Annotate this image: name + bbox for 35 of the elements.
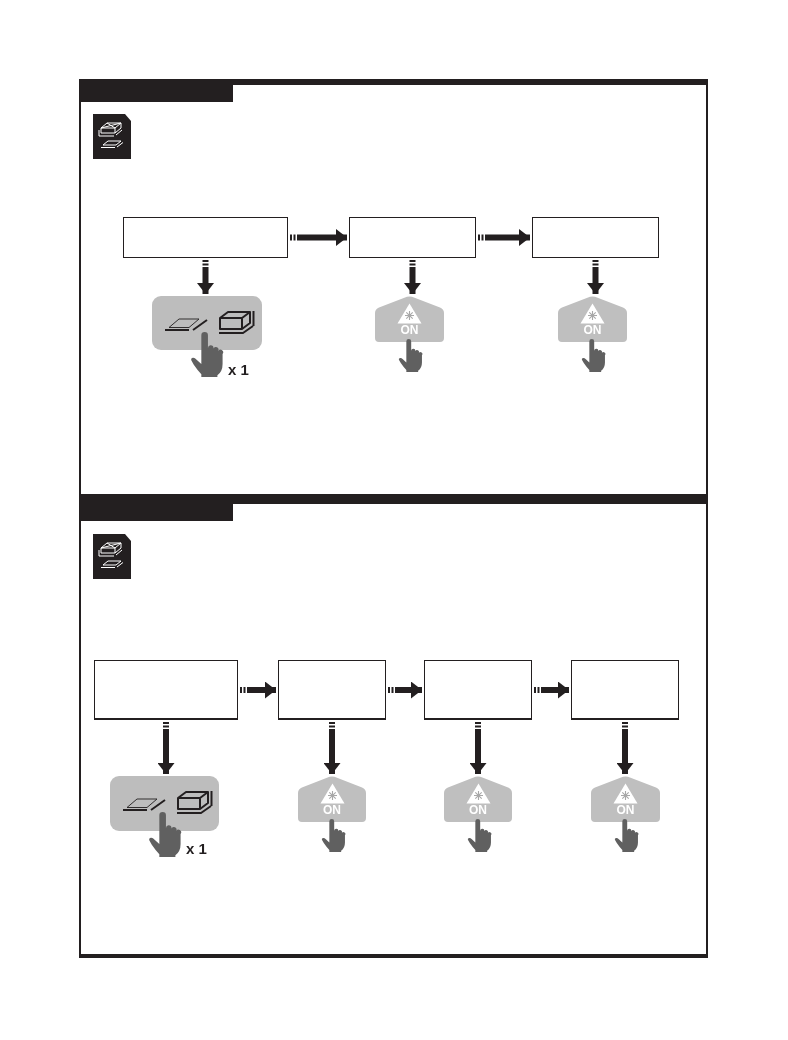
arrow	[478, 229, 530, 246]
on-label: ON	[469, 804, 487, 817]
step-box	[424, 660, 532, 720]
on-button	[444, 776, 512, 822]
arrow	[157, 722, 175, 774]
arrow	[290, 229, 347, 246]
count-label: x 1	[186, 840, 207, 857]
on-button	[591, 776, 660, 822]
on-label: ON	[616, 804, 635, 817]
arrow	[388, 681, 422, 699]
section-panel	[79, 497, 708, 958]
count-label: x 1	[228, 361, 249, 378]
step-box	[532, 217, 659, 258]
step-box	[278, 660, 386, 720]
arrow	[323, 722, 341, 774]
arrow	[616, 722, 634, 774]
step-box	[123, 217, 288, 258]
section-panel	[79, 79, 708, 497]
on-label: ON	[400, 324, 419, 337]
step-box	[94, 660, 238, 720]
arrow	[240, 681, 276, 699]
step-box	[349, 217, 476, 258]
on-label: ON	[323, 804, 341, 817]
mode-panel	[152, 296, 262, 350]
arrow	[197, 260, 214, 294]
on-label: ON	[583, 324, 602, 337]
arrow	[587, 260, 604, 294]
step-box	[571, 660, 679, 720]
on-button	[375, 296, 444, 342]
mode-panel	[110, 776, 219, 831]
on-button	[298, 776, 366, 822]
arrow	[534, 681, 569, 699]
arrow	[469, 722, 487, 774]
on-button	[558, 296, 627, 342]
arrow	[404, 260, 421, 294]
